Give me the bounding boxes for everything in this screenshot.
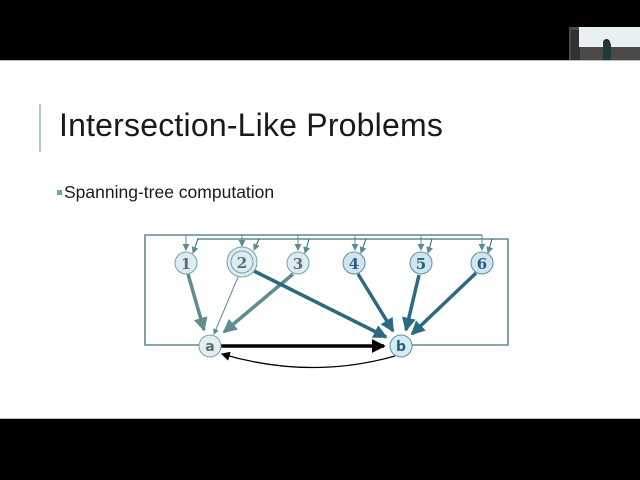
node-a — [198, 334, 222, 358]
video-letterbox-top — [0, 0, 640, 60]
node-6-label: 6 — [477, 255, 487, 273]
bullet-text: Spanning-tree computation — [64, 182, 275, 202]
bullet-item: Spanning-tree computation — [57, 182, 274, 203]
edge-3-a — [222, 272, 295, 334]
edge-2-b — [253, 269, 388, 339]
node-4-label: 4 — [349, 255, 359, 273]
edge-b-a — [220, 351, 396, 369]
node-2-label: 2 — [237, 254, 247, 272]
node-4 — [342, 251, 366, 275]
slide-title: Intersection-Like Problems — [59, 107, 444, 143]
node-3-label: 3 — [293, 255, 303, 273]
edge-4-b — [356, 273, 395, 333]
node-5 — [409, 251, 433, 275]
edge-1-a — [186, 273, 208, 332]
node-5-label: 5 — [416, 255, 426, 273]
frame-from-a — [144, 234, 486, 346]
node-2 — [226, 246, 258, 278]
projector-screen — [579, 27, 640, 47]
bullet-square-icon — [57, 190, 62, 195]
slide: Intersection-Like Problems Spanning-tree… — [0, 60, 640, 419]
edge-6-b — [410, 271, 478, 336]
node-b-label: b — [396, 339, 406, 355]
presenter — [603, 41, 611, 67]
node-1 — [174, 251, 198, 275]
node-a-label: a — [205, 339, 214, 355]
blackboard — [571, 30, 580, 64]
video-letterbox-bottom — [0, 419, 640, 480]
title-accent-bar — [39, 104, 41, 152]
node-6 — [470, 251, 494, 275]
node-1-label: 1 — [181, 255, 191, 273]
edge-2-a — [213, 276, 239, 335]
node-3 — [286, 251, 310, 275]
edge-5-b — [402, 274, 421, 332]
node-b — [389, 334, 413, 358]
frame-from-b — [191, 238, 509, 346]
